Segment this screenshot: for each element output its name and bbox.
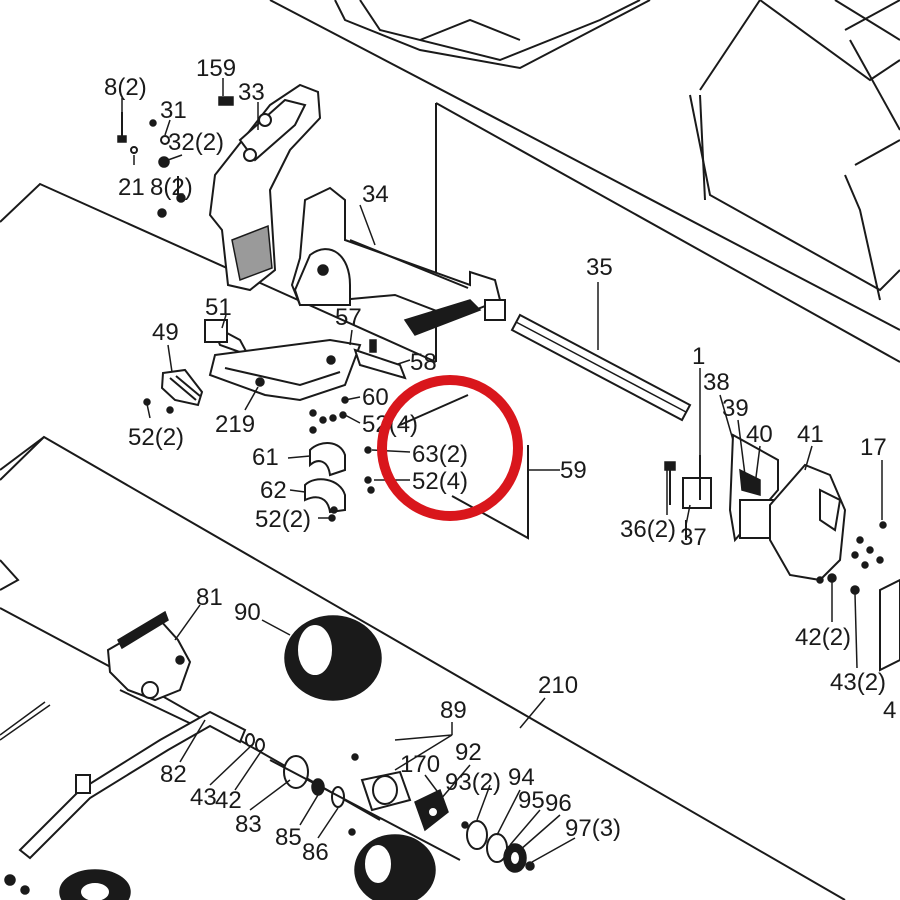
callout-96: 96 [545,790,572,817]
callout-86: 86 [302,839,329,866]
callout-95: 95 [518,787,545,814]
callout-52-2b: 52(2) [255,506,311,533]
callout-36-2: 36(2) [620,516,676,543]
callout-43-2: 43(2) [830,669,886,696]
callout-81: 81 [196,584,223,611]
drive-train-parts [269,753,535,873]
callout-82: 82 [160,761,187,788]
callout-85: 85 [275,824,302,851]
callout-52-4b: 52(4) [412,468,468,495]
callout-labels: 159 8(2) 33 31 32(2) 21 8(2) 34 35 51 57… [104,55,896,866]
callout-159: 159 [196,55,236,82]
callout-210: 210 [538,672,578,699]
rear-axle-assembly [664,433,900,672]
callout-93-2: 93(2) [445,769,501,796]
callout-33: 33 [238,79,265,106]
rod-part [510,313,692,422]
callout-83: 83 [235,811,262,838]
callout-32-2: 32(2) [168,129,224,156]
highlight-circle [377,375,523,521]
callout-61: 61 [252,444,279,471]
callout-42-2: 42(2) [795,624,851,651]
callout-62: 62 [260,477,287,504]
callout-31: 31 [160,97,187,124]
handle-bracket-part [208,83,322,292]
callout-42: 42 [215,787,242,814]
callout-34: 34 [362,181,389,208]
callout-4: 4 [883,697,896,724]
callout-40: 40 [746,421,773,448]
callout-219: 219 [215,411,255,438]
callout-37: 37 [680,524,707,551]
wheel-part [4,869,131,900]
callout-59: 59 [560,457,587,484]
callout-41: 41 [797,421,824,448]
callout-52-2a: 52(2) [128,424,184,451]
callout-58: 58 [410,349,437,376]
callout-1: 1 [692,343,705,370]
leader-lines [121,78,883,863]
callout-8-2b: 8(2) [150,174,193,201]
axle-rod-part [0,701,265,860]
callout-60: 60 [362,384,389,411]
callout-17: 17 [860,434,887,461]
callout-94: 94 [508,764,535,791]
callout-38: 38 [703,369,730,396]
height-adjuster-part [106,610,201,729]
callout-51: 51 [205,294,232,321]
callout-8-2: 8(2) [104,74,147,101]
clamp-parts [304,442,346,522]
callout-90: 90 [234,599,261,626]
callout-170: 170 [400,751,440,778]
callout-49: 49 [152,319,179,346]
wheel-hub-part [143,368,204,414]
callout-57: 57 [335,304,362,331]
callout-43: 43 [190,784,217,811]
callout-39: 39 [722,395,749,422]
motor-part [284,615,436,900]
callout-89: 89 [440,697,467,724]
callout-21: 21 [118,174,145,201]
grass-catcher-frame [334,0,900,301]
callout-92: 92 [455,739,482,766]
callout-63-2: 63(2) [412,441,468,468]
small-hardware-top-left [117,112,186,218]
callout-35: 35 [586,254,613,281]
callout-97-3: 97(3) [565,815,621,842]
rear-housing-part [290,186,506,336]
linkage-assembly [204,319,407,402]
